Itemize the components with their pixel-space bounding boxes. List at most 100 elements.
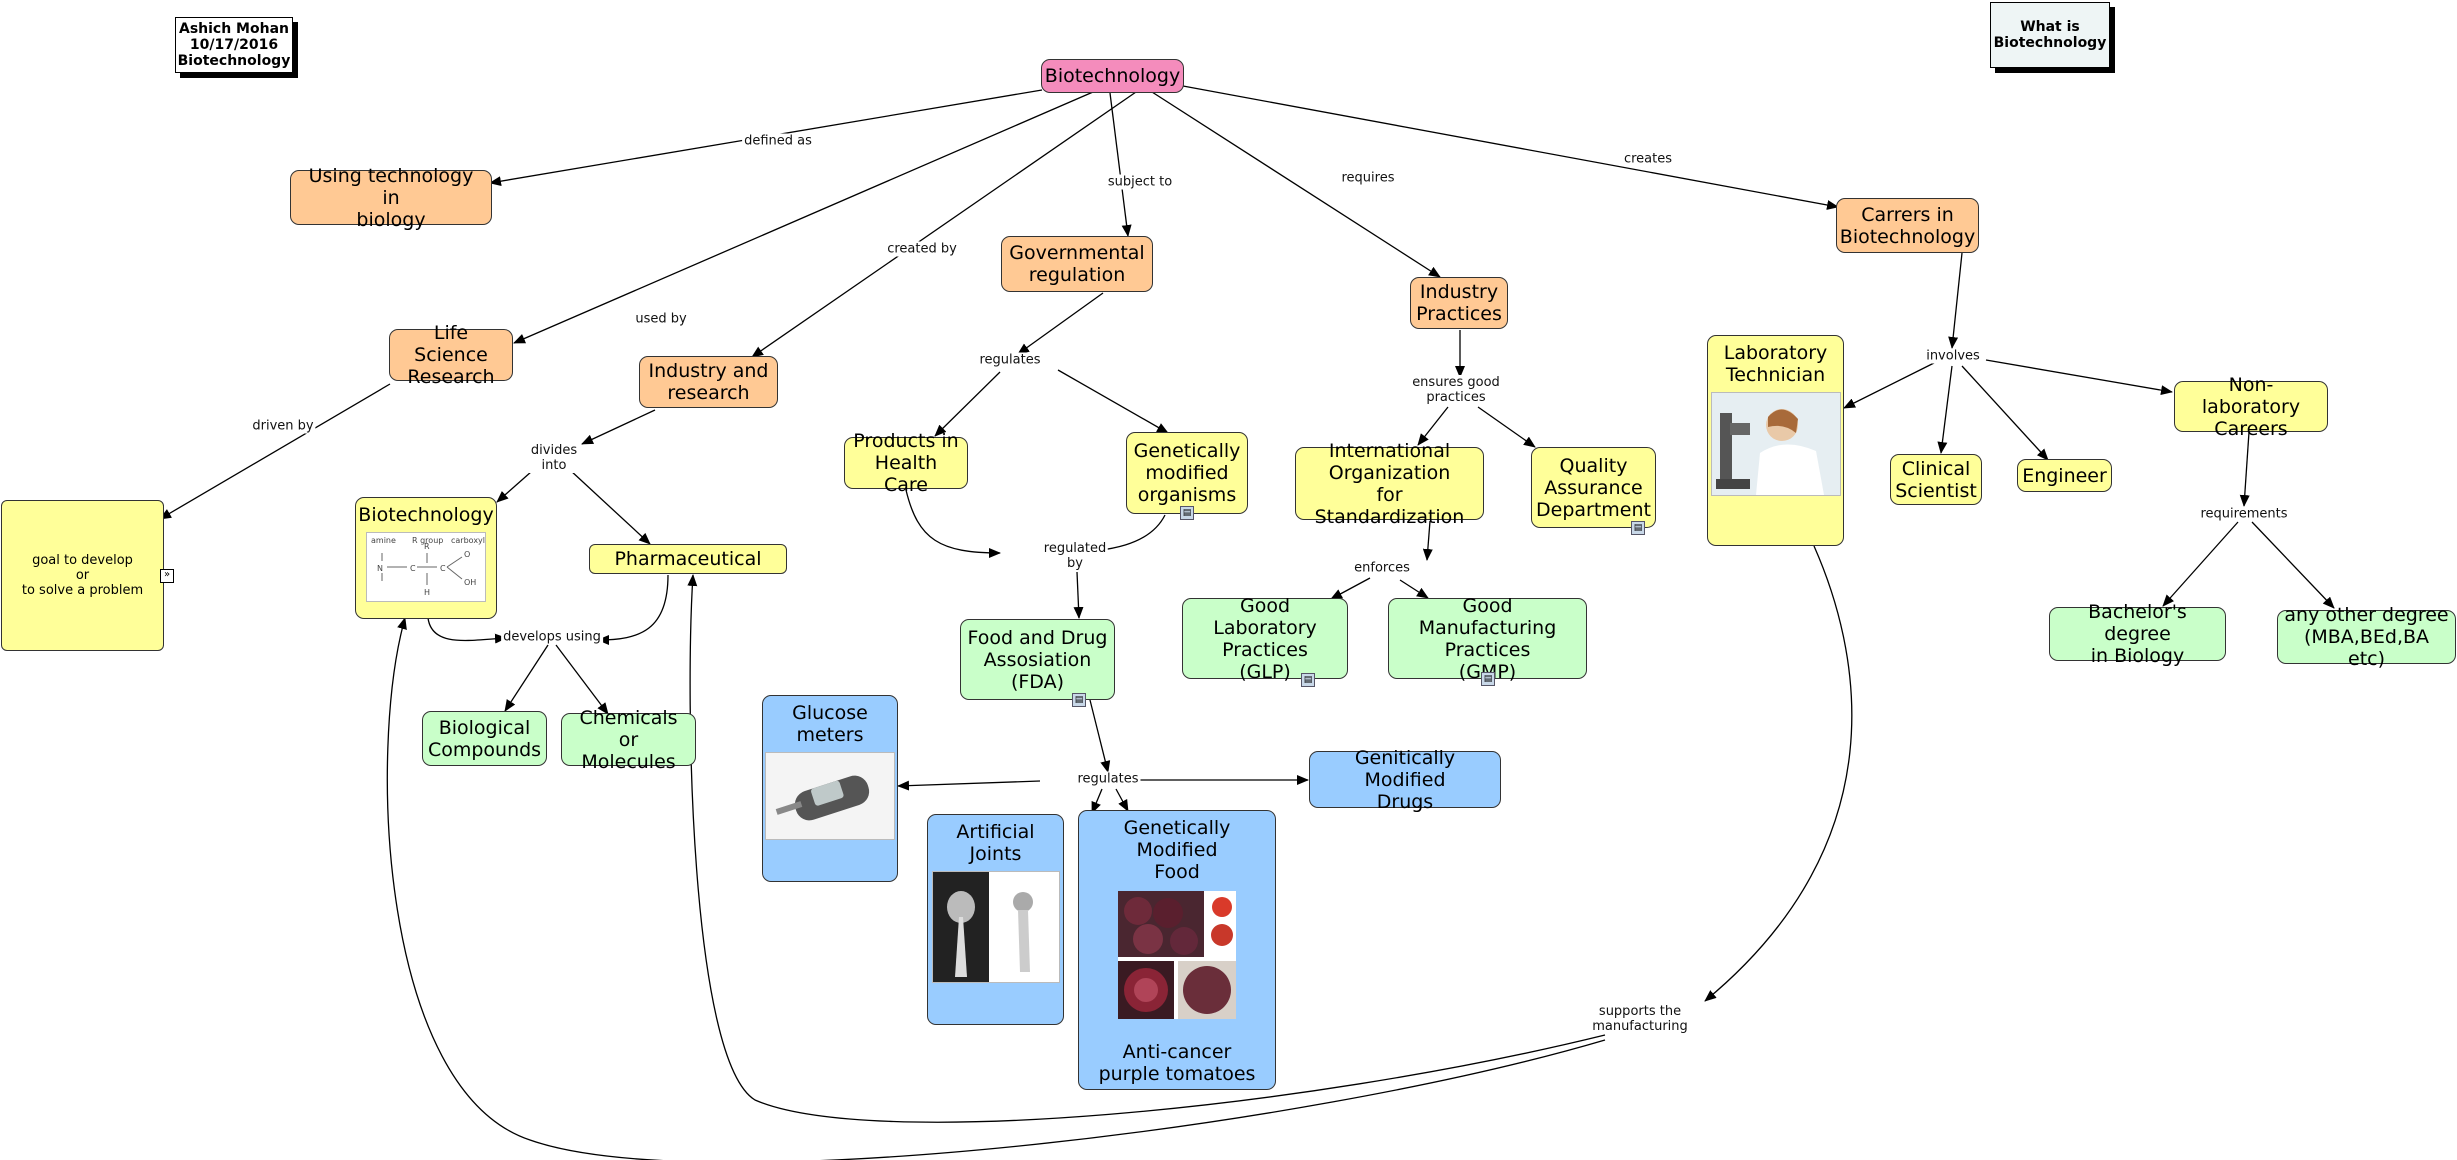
node-laboratory-technician[interactable]: Laboratory Technician xyxy=(1707,335,1844,546)
node-industry-practices[interactable]: Industry Practices xyxy=(1410,277,1508,329)
node-label: or xyxy=(75,568,90,583)
link-label-line: practices xyxy=(1426,390,1486,405)
node-label: Genitically Modified xyxy=(1354,746,1456,791)
link-label-line: regulated xyxy=(1043,541,1107,556)
node-label: Food xyxy=(1154,861,1200,883)
node-governmental-regulation[interactable]: Governmental regulation xyxy=(1001,236,1153,292)
svg-text:C: C xyxy=(440,564,446,573)
link-label-creates: creates xyxy=(1621,151,1675,167)
node-label: to solve a problem xyxy=(21,583,144,598)
node-products-in-health-care[interactable]: Products in Health Care xyxy=(844,430,968,496)
document-icon[interactable]: ▤ xyxy=(1301,673,1315,687)
node-label: Industry xyxy=(1419,281,1499,303)
node-label: for Standardization xyxy=(1314,483,1465,528)
document-icon[interactable]: ▤ xyxy=(1481,672,1495,686)
node-label: Good Laboratory xyxy=(1213,594,1317,639)
link-label-divides-into: divides into xyxy=(528,443,580,473)
node-label: Health Care xyxy=(874,452,938,496)
node-genetically-modified-organisms[interactable]: Genetically modified organisms xyxy=(1126,432,1248,514)
title-note-line1: What is xyxy=(2020,19,2080,35)
node-label: Carrers in xyxy=(1861,203,1954,226)
node-glucose-meters[interactable]: Glucose meters xyxy=(762,695,898,882)
node-label: Assosiation xyxy=(983,648,1092,671)
link-label-created-by: created by xyxy=(885,241,959,257)
node-label: goal to develop xyxy=(32,553,133,568)
node-label: any other degree xyxy=(2284,604,2449,626)
document-icon[interactable]: ▤ xyxy=(1072,693,1086,707)
node-biological-compounds[interactable]: Biological Compounds xyxy=(422,711,547,766)
svg-text:carboxyl: carboxyl xyxy=(451,536,485,545)
node-chemicals-or-molecules[interactable]: Chemicals or Molecules xyxy=(561,707,696,773)
node-artificial-joints[interactable]: Artificial Joints xyxy=(927,814,1064,1025)
node-life-science-research[interactable]: Life Science Research xyxy=(389,322,513,388)
node-biotechnology-root[interactable]: Biotechnology xyxy=(1041,59,1184,93)
node-gmp[interactable]: Good Manufacturing Practices (GMP) xyxy=(1388,595,1587,683)
node-label: organisms xyxy=(1137,484,1237,506)
node-label: Life Science xyxy=(414,322,488,366)
node-label: Biotechnology xyxy=(1839,225,1976,248)
node-label: Quality xyxy=(1559,454,1628,477)
node-quality-assurance-department[interactable]: Quality Assurance Department xyxy=(1531,447,1656,528)
link-label-line: into xyxy=(541,458,567,473)
node-genetically-modified-food[interactable]: Genetically Modified Food Anti-cancer pu… xyxy=(1078,810,1276,1090)
node-label: Laboratory xyxy=(1723,342,1828,364)
document-icon[interactable]: ▤ xyxy=(1631,521,1645,535)
link-created-by xyxy=(751,91,1137,358)
link-label-line: manufacturing xyxy=(1592,1019,1688,1034)
title-note: What is Biotechnology xyxy=(1990,2,2110,68)
node-non-laboratory-careers[interactable]: Non-laboratory Careers xyxy=(2174,374,2328,440)
document-icon[interactable]: ▤ xyxy=(1180,506,1194,520)
node-label: biology xyxy=(356,208,426,231)
node-goal[interactable]: goal to develop or to solve a problem xyxy=(1,500,164,651)
node-label: Industry and xyxy=(648,360,769,382)
link-label-defined-as: defined as xyxy=(742,133,814,149)
node-carrers-in-biotechnology[interactable]: Carrers in Biotechnology xyxy=(1836,198,1979,253)
node-using-technology[interactable]: Using technology in biology xyxy=(290,165,492,231)
node-label: Bachelor's degree xyxy=(2088,601,2187,645)
node-label: Drugs xyxy=(1376,790,1434,813)
node-label: Biological xyxy=(438,716,531,739)
node-label: Genetically Modified xyxy=(1123,817,1231,861)
link-label-regulates-fda: regulates xyxy=(1075,771,1141,787)
link-label-involves: involves xyxy=(1924,348,1982,364)
svg-text:N: N xyxy=(377,564,383,573)
expand-icon[interactable]: » xyxy=(160,569,174,583)
node-glp[interactable]: Good Laboratory Practices (GLP) xyxy=(1182,594,1348,683)
node-label: Scientist xyxy=(1895,479,1977,502)
node-bachelors-degree[interactable]: Bachelor's degree in Biology xyxy=(2049,601,2226,667)
node-label: (FDA) xyxy=(1010,670,1065,693)
node-fda[interactable]: Food and Drug Assosiation (FDA) xyxy=(960,619,1115,700)
node-label: Artificial xyxy=(956,821,1035,843)
svg-text:R group: R group xyxy=(412,536,443,545)
node-iso[interactable]: International Organization for Standardi… xyxy=(1295,440,1484,528)
link-driven-by xyxy=(159,383,391,520)
node-label: meters xyxy=(796,724,864,746)
title-note-line2: Biotechnology xyxy=(1993,35,2107,51)
node-other-degree[interactable]: any other degree (MBA,BEd,BA etc) xyxy=(2277,604,2456,670)
node-label: Clinical xyxy=(1901,457,1971,480)
link-label-develops-using: develops using xyxy=(501,629,603,645)
node-label: research xyxy=(667,382,750,404)
link-label-regulated-by: regulated by xyxy=(1041,541,1109,571)
node-label: (GMP) xyxy=(1459,661,1516,683)
node-engineer[interactable]: Engineer xyxy=(2017,459,2112,492)
link-subject-to xyxy=(1109,92,1132,237)
svg-text:R: R xyxy=(424,542,430,551)
node-genitically-modified-drugs[interactable]: Genitically Modified Drugs xyxy=(1309,747,1501,813)
node-clinical-scientist[interactable]: Clinical Scientist xyxy=(1890,454,1982,505)
node-label: Practices xyxy=(1416,303,1502,325)
node-label: Organization xyxy=(1328,461,1451,484)
link-label-line: supports the xyxy=(1598,1004,1682,1019)
node-label: International xyxy=(1328,439,1451,462)
node-industry-and-research[interactable]: Industry and research xyxy=(639,356,778,408)
node-pharmaceutical[interactable]: Pharmaceutical xyxy=(589,544,787,574)
link-label-enforces: enforces xyxy=(1352,560,1412,576)
node-label: Compounds xyxy=(427,738,542,761)
glucose-meter-photo xyxy=(765,752,895,840)
node-label: Department xyxy=(1536,498,1651,521)
node-label: Assurance xyxy=(1544,476,1643,499)
node-label: (MBA,BEd,BA etc) xyxy=(2303,626,2430,670)
node-label: Governmental xyxy=(1009,242,1145,264)
node-label: Technician xyxy=(1725,364,1826,386)
